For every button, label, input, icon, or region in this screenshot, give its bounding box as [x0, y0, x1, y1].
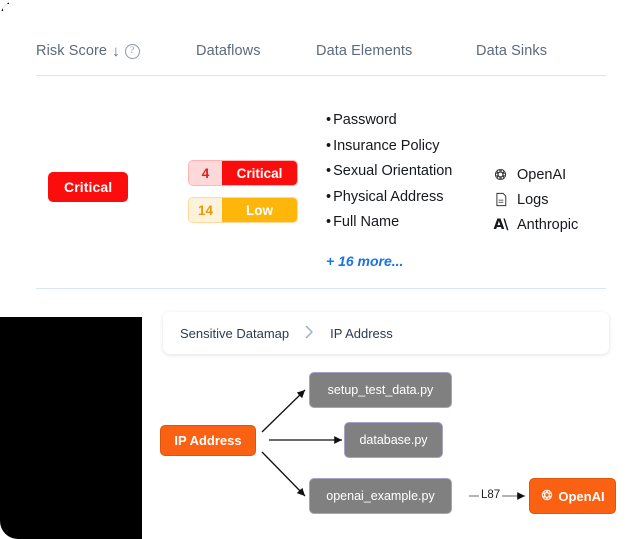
data-sink-label: Anthropic — [517, 216, 579, 233]
data-element-label: Physical Address — [333, 188, 444, 205]
corner-artifact — [0, 0, 10, 12]
list-item: OpenAI — [493, 164, 631, 185]
data-sink-label: OpenAI — [517, 166, 567, 183]
column-header-data-sinks-label: Data Sinks — [476, 43, 548, 59]
graph-node-openai-example[interactable]: openai_example.py — [309, 478, 452, 514]
redaction-overlay — [0, 317, 142, 539]
datamap-panel: Sensitive Datamap IP Address IP Address — [142, 300, 631, 539]
bullet-icon: • — [326, 214, 332, 230]
dataflow-pill-low[interactable]: 14 Low — [188, 197, 298, 223]
openai-logo-icon — [493, 167, 508, 182]
graph-node-sink-content: OpenAI — [540, 488, 605, 505]
breadcrumb-item-root[interactable]: Sensitive Datamap — [180, 325, 290, 341]
dataflow-label-critical: Critical — [222, 161, 297, 185]
breadcrumb-item-current[interactable]: IP Address — [330, 325, 393, 341]
graph-node-source[interactable]: IP Address — [160, 425, 256, 456]
arrow-down-icon[interactable]: ↓ — [112, 42, 120, 60]
datamap-graph: IP Address setup_test_data.py database.p… — [142, 300, 631, 539]
log-file-icon — [493, 192, 508, 207]
row-divider — [36, 288, 606, 289]
graph-node-database[interactable]: database.py — [344, 422, 443, 458]
data-element-label: Password — [333, 112, 397, 128]
graph-node-setup-test-data[interactable]: setup_test_data.py — [309, 372, 452, 408]
graph-node-source-label: IP Address — [174, 433, 242, 448]
column-header-risk-score-label: Risk Score — [36, 43, 108, 59]
graph-node-sink-openai[interactable]: OpenAI — [529, 478, 616, 514]
data-sinks-cell: OpenAI Logs A\ Anthropic — [493, 164, 631, 239]
list-item: •Sexual Orientation — [326, 159, 496, 185]
chevron-right-icon — [305, 325, 314, 342]
data-element-label: Insurance Policy — [333, 137, 440, 154]
list-item: •Physical Address — [326, 185, 496, 211]
column-header-data-sinks[interactable]: Data Sinks — [476, 43, 606, 59]
risk-score-cell: Critical — [48, 172, 198, 202]
graph-node-label: openai_example.py — [326, 489, 435, 503]
column-header-data-elements[interactable]: Data Elements — [316, 43, 476, 59]
show-more-link[interactable]: + 16 more... — [326, 252, 404, 269]
column-header-data-elements-label: Data Elements — [316, 43, 413, 59]
anthropic-logo-icon: A\ — [493, 216, 509, 233]
list-item: •Password — [326, 108, 496, 134]
bullet-icon: • — [326, 188, 332, 205]
column-header-dataflows-label: Dataflows — [196, 43, 261, 59]
list-item: •Full Name — [326, 210, 496, 236]
list-item: A\ Anthropic — [493, 214, 631, 235]
status-badge-risk[interactable]: Critical — [48, 172, 129, 202]
graph-node-label: database.py — [359, 433, 428, 447]
dataflow-label-low: Low — [222, 198, 297, 222]
data-elements-cell: •Password •Insurance Policy •Sexual Orie… — [326, 108, 496, 269]
dataflow-count-critical: 4 — [189, 161, 222, 185]
dataflow-pill-critical[interactable]: 4 Critical — [188, 160, 298, 186]
column-header-risk-score[interactable]: Risk Score ↓ ? — [36, 43, 196, 59]
list-item: Logs — [493, 189, 631, 210]
list-item: •Insurance Policy — [326, 134, 496, 160]
graph-edge-label: L87 — [479, 489, 503, 501]
graph-node-label: setup_test_data.py — [327, 383, 434, 397]
dataflows-cell: 4 Critical 14 Low — [188, 160, 318, 234]
table-header-row: Risk Score ↓ ? Dataflows Data Elements D… — [36, 38, 606, 64]
bullet-icon: • — [326, 137, 332, 154]
table-row[interactable]: Critical 4 Critical 14 Low •Password •In… — [36, 82, 606, 286]
column-header-dataflows[interactable]: Dataflows — [196, 43, 316, 59]
data-element-label: Sexual Orientation — [333, 163, 453, 179]
openai-logo-icon — [540, 488, 554, 505]
data-element-label: Full Name — [333, 214, 400, 230]
breadcrumb: Sensitive Datamap IP Address — [163, 312, 609, 354]
data-sink-label: Logs — [517, 191, 549, 208]
bullet-icon: • — [326, 112, 332, 128]
dataflow-count-low: 14 — [189, 198, 222, 222]
risk-table-card: Risk Score ↓ ? Dataflows Data Elements D… — [36, 38, 606, 289]
help-circle-icon[interactable]: ? — [124, 43, 140, 59]
graph-node-sink-label: OpenAI — [558, 488, 605, 504]
header-divider — [36, 75, 606, 76]
bullet-icon: • — [326, 163, 332, 179]
